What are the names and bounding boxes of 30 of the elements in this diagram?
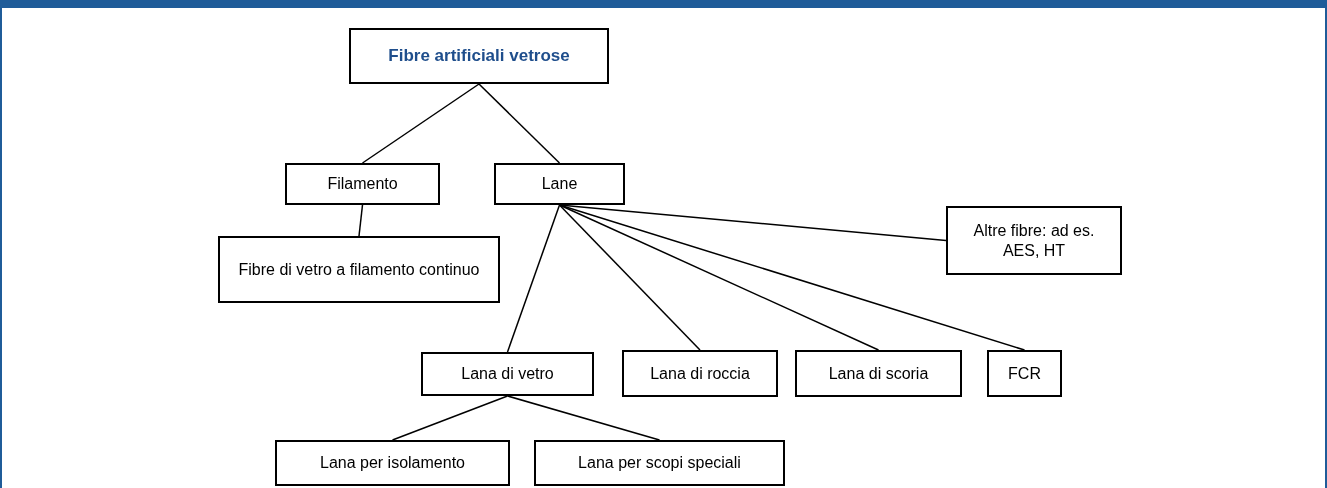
node-label: Fibre di vetro a filamento continuo	[238, 259, 480, 280]
node-label: Fibre artificiali vetrose	[388, 45, 570, 67]
node-label: Lane	[541, 174, 578, 194]
connector-line	[358, 204, 364, 237]
node-label: Lana per scopi speciali	[578, 453, 741, 473]
node-label: Lana di roccia	[650, 363, 750, 384]
category-box	[795, 350, 962, 397]
connector-line	[361, 83, 480, 164]
connector-line	[506, 204, 561, 353]
category-box	[622, 350, 778, 397]
connector-line	[478, 83, 561, 164]
node-label: Lana di scoria	[828, 363, 929, 384]
category-box	[946, 206, 1122, 275]
node-label: Filamento	[327, 174, 398, 194]
category-box	[494, 163, 625, 205]
connector-line	[506, 395, 661, 441]
category-box	[987, 350, 1062, 397]
connector-line	[391, 395, 509, 441]
node-label: FCR	[1008, 363, 1041, 384]
category-box	[218, 236, 500, 303]
connector-line	[558, 204, 701, 351]
category-box	[349, 28, 609, 84]
node-label: Lana di vetro	[461, 364, 554, 384]
category-box	[275, 440, 510, 486]
category-box	[421, 352, 594, 396]
category-box	[285, 163, 440, 205]
category-box	[534, 440, 785, 486]
connector-line	[558, 204, 880, 351]
node-label: Altre fibre: ad es. AES, HT	[972, 220, 1096, 261]
node-label: Lana per isolamento	[320, 453, 465, 473]
